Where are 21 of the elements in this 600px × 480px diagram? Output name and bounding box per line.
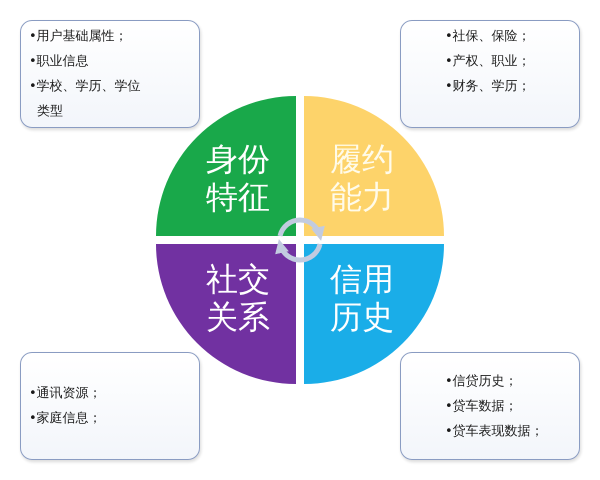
segment-title: 履约能力 bbox=[330, 140, 395, 216]
segment-title: 身份特征 bbox=[206, 140, 271, 216]
list-item: •财务、学历； bbox=[445, 78, 532, 96]
segment-title: 信用历史 bbox=[330, 260, 395, 336]
list-item: •产权、职业； bbox=[445, 53, 532, 71]
list-item: •贷车表现数据； bbox=[445, 423, 545, 441]
callout-box bbox=[400, 352, 580, 460]
list-item: •职业信息 bbox=[29, 53, 90, 71]
segment-title: 社交关系 bbox=[206, 260, 271, 336]
list-item: •社保、保险； bbox=[445, 28, 532, 46]
callout-box bbox=[20, 20, 200, 128]
list-item: •贷车数据； bbox=[445, 398, 519, 416]
cycle-arrow bbox=[278, 218, 324, 241]
list-item: •信贷历史； bbox=[445, 373, 519, 391]
callout-box bbox=[400, 20, 580, 128]
list-item: •通讯资源； bbox=[29, 385, 103, 403]
callout-box bbox=[20, 352, 200, 460]
list-item: •学校、学历、学位类型 bbox=[29, 78, 142, 121]
list-item: •家庭信息； bbox=[29, 410, 103, 428]
cycle-arrow bbox=[276, 239, 322, 262]
list-item: •用户基础属性； bbox=[29, 28, 129, 46]
